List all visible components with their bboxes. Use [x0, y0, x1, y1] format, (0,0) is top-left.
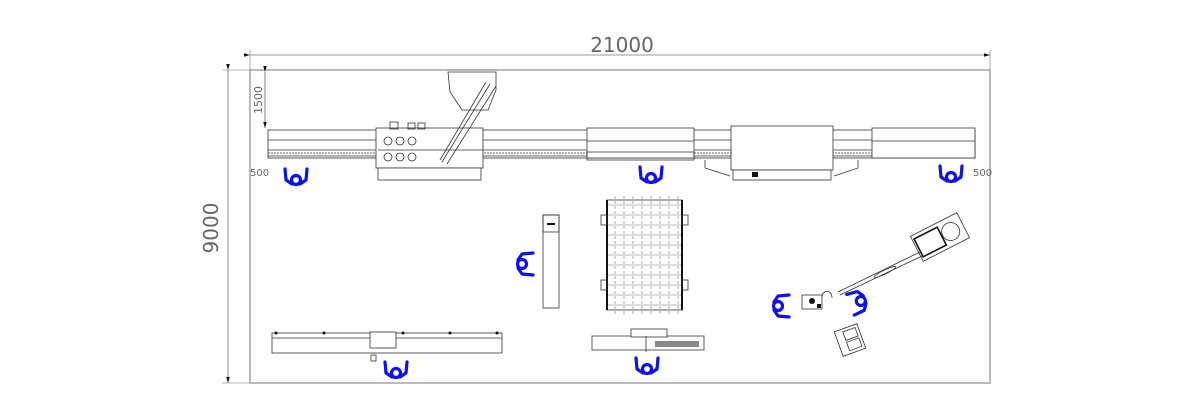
station-middle	[586, 127, 695, 161]
operator-icon	[638, 165, 664, 185]
operator-icon	[771, 293, 791, 319]
roller-rack	[600, 196, 689, 314]
operator-icon	[845, 287, 871, 317]
operator-icon	[515, 251, 535, 277]
operator-icon	[283, 167, 309, 187]
operator-icon	[634, 356, 660, 376]
dimension-length-text: 21000	[590, 33, 654, 57]
bottom-middle-table	[591, 328, 705, 352]
hopper-conveyor	[439, 71, 497, 165]
dimension-offset-top: 1500	[252, 66, 267, 128]
dimension-offset-left: 500	[250, 168, 269, 179]
dimension-width-text: 9000	[199, 203, 223, 254]
floor-boundary	[249, 69, 991, 384]
station-right	[871, 127, 976, 159]
dimension-offset-right: 500	[973, 168, 992, 179]
operator-icon	[383, 360, 409, 380]
dimension-width: 9000	[199, 64, 250, 384]
operator-icon	[938, 164, 964, 184]
bottom-left-rail	[271, 331, 503, 362]
central-machine	[704, 125, 859, 181]
dimension-length: 21000	[244, 33, 991, 70]
washing-machine	[375, 121, 484, 181]
robot-cell	[801, 212, 971, 357]
vertical-unit	[542, 214, 560, 309]
dimension-offset-top-text: 1500	[252, 86, 265, 114]
